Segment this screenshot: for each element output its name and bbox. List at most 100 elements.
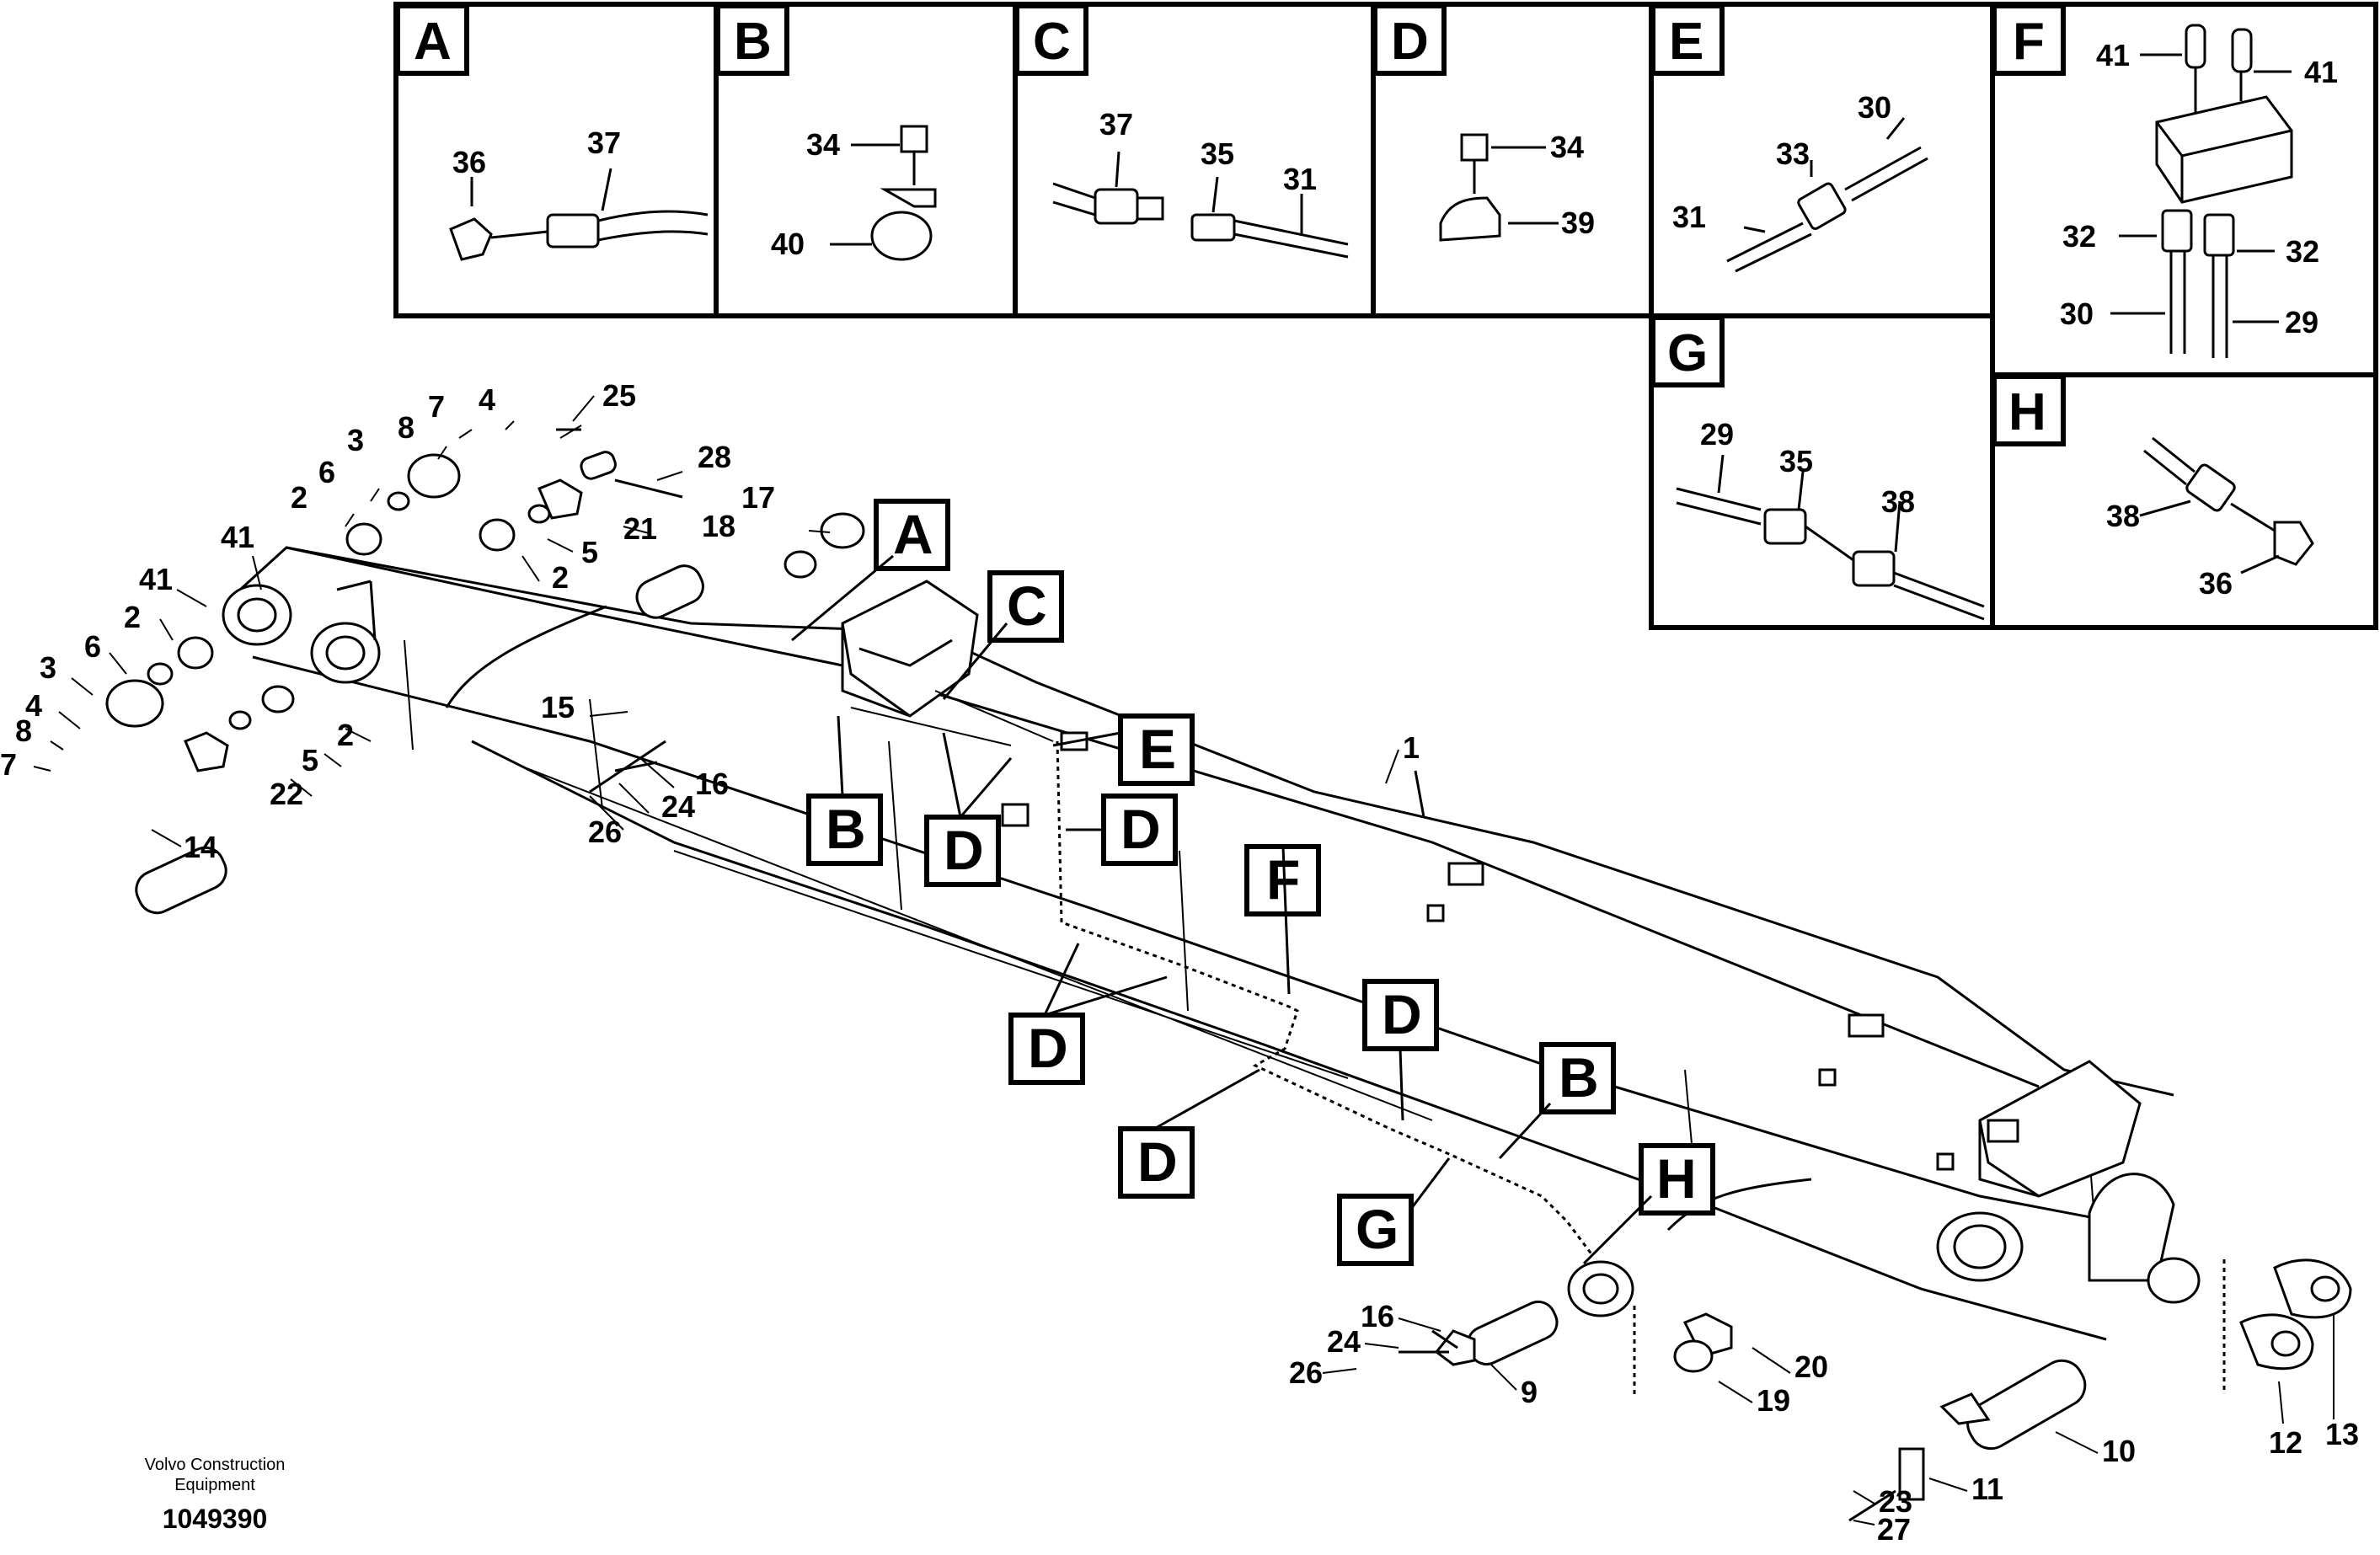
callout-c: C [1007, 574, 1047, 637]
svg-text:34: 34 [1550, 130, 1584, 164]
part-number-labels: 25 4 7 8 3 28 6 2 17 2 1 41 18 5 2 41 2 6… [0, 378, 2359, 1547]
svg-text:39: 39 [1561, 206, 1595, 240]
svg-text:30: 30 [1858, 90, 1891, 125]
svg-text:37: 37 [1099, 107, 1133, 142]
inset-b-drawing: 34 40 [771, 125, 937, 261]
svg-text:2: 2 [337, 718, 354, 752]
svg-text:2: 2 [291, 480, 308, 515]
inset-label-g: G [1667, 324, 1708, 382]
inset-label-d: D [1391, 13, 1429, 71]
svg-text:4: 4 [479, 382, 495, 417]
svg-text:38: 38 [2106, 499, 2140, 533]
inset-h-drawing: 38 36 [2106, 436, 2314, 601]
svg-text:1: 1 [1403, 730, 1420, 765]
inset-f-drawing: 41 41 32 32 30 29 [2060, 24, 2338, 358]
svg-text:7: 7 [428, 389, 445, 424]
svg-text:25: 25 [602, 378, 636, 413]
inset-label-b: B [734, 13, 772, 71]
callout-e: E [1139, 718, 1176, 780]
inset-c-drawing: 37 35 31 [1052, 107, 1349, 259]
inset-e-drawing: 33 30 31 [1672, 90, 1928, 273]
svg-text:31: 31 [1283, 162, 1317, 196]
inset-label-c: C [1033, 13, 1071, 71]
svg-text:26: 26 [588, 815, 622, 849]
svg-text:31: 31 [1672, 200, 1706, 234]
svg-text:38: 38 [1881, 484, 1915, 519]
callout-d-3: D [1028, 1017, 1068, 1079]
svg-text:33: 33 [1776, 136, 1810, 171]
svg-text:15: 15 [541, 690, 575, 724]
callout-g: G [1356, 1198, 1399, 1260]
svg-text:30: 30 [2060, 297, 2094, 331]
svg-text:2: 2 [552, 560, 569, 595]
svg-text:41: 41 [2096, 38, 2130, 72]
svg-text:32: 32 [2062, 219, 2096, 254]
svg-text:9: 9 [1521, 1375, 1538, 1409]
svg-text:35: 35 [1201, 136, 1234, 171]
svg-text:41: 41 [221, 520, 254, 554]
svg-text:8: 8 [398, 410, 414, 445]
svg-text:40: 40 [771, 227, 805, 261]
svg-text:12: 12 [2269, 1425, 2302, 1460]
svg-text:18: 18 [702, 509, 735, 543]
svg-text:16: 16 [695, 767, 729, 801]
svg-text:16: 16 [1361, 1299, 1394, 1333]
svg-text:29: 29 [2285, 305, 2318, 339]
rear-parts-drawing [105, 428, 865, 915]
callout-h: H [1656, 1147, 1697, 1210]
svg-text:26: 26 [1289, 1355, 1323, 1390]
svg-text:36: 36 [452, 145, 486, 179]
svg-text:14: 14 [184, 830, 217, 864]
svg-text:27: 27 [1877, 1512, 1911, 1547]
inset-label-h: H [2008, 383, 2046, 441]
document-number: 1049390 [162, 1504, 268, 1534]
inset-g-drawing: 29 35 38 [1676, 417, 1985, 621]
svg-text:36: 36 [2199, 566, 2233, 601]
svg-text:6: 6 [318, 455, 335, 489]
svg-text:35: 35 [1779, 444, 1813, 478]
svg-text:8: 8 [15, 713, 32, 748]
svg-text:4: 4 [25, 688, 42, 723]
svg-text:3: 3 [347, 423, 364, 457]
front-parts-drawing [1399, 1258, 2352, 1522]
svg-text:13: 13 [2325, 1417, 2359, 1451]
svg-text:22: 22 [270, 777, 303, 811]
inset-d-drawing: 34 39 [1439, 130, 1595, 242]
svg-text:24: 24 [1327, 1324, 1361, 1359]
svg-text:29: 29 [1700, 417, 1734, 452]
svg-text:19: 19 [1757, 1383, 1790, 1418]
svg-text:3: 3 [40, 650, 56, 685]
svg-text:32: 32 [2286, 234, 2319, 269]
callout-b-rear: B [826, 798, 866, 860]
svg-text:6: 6 [84, 629, 101, 664]
callout-d-4: D [1382, 983, 1422, 1045]
svg-text:2: 2 [124, 600, 141, 634]
callout-d-5: D [1137, 1130, 1178, 1193]
callout-boxes: A C E B D D F D D D B H G [791, 499, 1715, 1266]
inset-panel-row: A B C D E F G H [393, 2, 2378, 630]
callout-b-front: B [1559, 1046, 1599, 1109]
callout-d-1: D [1120, 798, 1161, 860]
svg-text:20: 20 [1794, 1349, 1828, 1384]
svg-text:7: 7 [0, 747, 17, 782]
inset-a-drawing: 36 37 [449, 126, 709, 261]
svg-text:28: 28 [698, 440, 731, 474]
svg-text:10: 10 [2102, 1434, 2136, 1468]
svg-text:41: 41 [139, 562, 173, 596]
boom-drawing [222, 546, 2226, 1398]
svg-text:23: 23 [1879, 1484, 1912, 1519]
svg-text:37: 37 [587, 126, 621, 160]
svg-text:34: 34 [806, 127, 840, 162]
inset-label-e: E [1669, 13, 1703, 71]
svg-text:24: 24 [661, 789, 695, 824]
brand-label: Volvo Construction Equipment [144, 1456, 286, 1494]
svg-text:5: 5 [581, 535, 598, 569]
svg-text:11: 11 [1971, 1472, 2003, 1506]
callout-a: A [893, 503, 933, 565]
callout-d-2: D [944, 819, 984, 881]
inset-label-f: F [2013, 13, 2045, 71]
inset-label-a: A [414, 13, 452, 71]
svg-text:41: 41 [2304, 55, 2338, 89]
svg-text:17: 17 [741, 480, 775, 515]
